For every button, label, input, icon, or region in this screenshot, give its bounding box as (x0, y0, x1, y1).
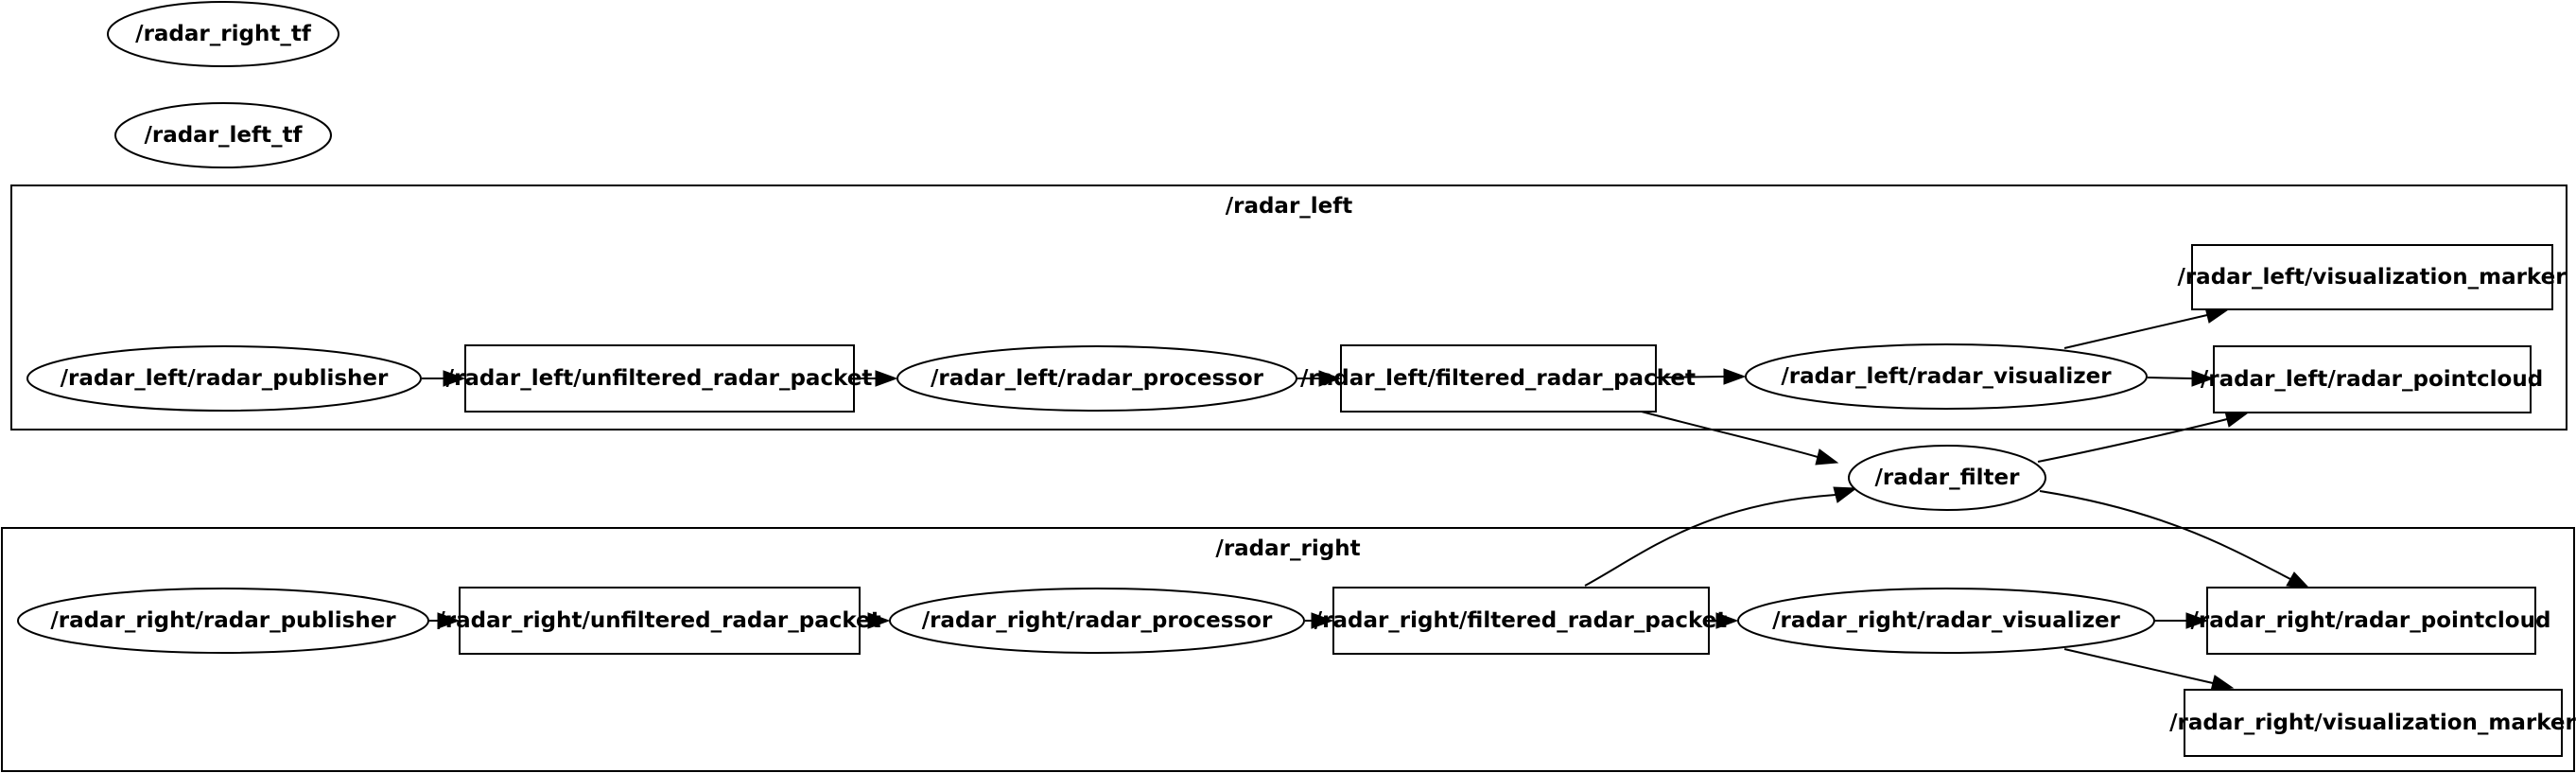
edges-layer (422, 307, 2311, 692)
topic-label: /radar_left/radar_pointcloud (2201, 367, 2543, 392)
topic-label: /radar_right/radar_pointcloud (2191, 608, 2551, 633)
edge-right-publisher-to-unfiltered (429, 612, 461, 629)
graph-node-label: /radar_left/radar_publisher (61, 366, 389, 391)
cluster-radar-left-label: /radar_left (1226, 194, 1353, 219)
topic-label: /radar_left/filtered_radar_packet (1300, 366, 1696, 391)
edge-right-processor-to-filtered (1305, 612, 1334, 629)
graph-node-label: /radar_filter (1875, 466, 2021, 490)
topic-label: /radar_right/visualization_marker (2169, 711, 2576, 735)
graph-node-right-visualizer[interactable]: /radar_right/radar_visualizer (1737, 588, 2155, 654)
nodes-layer: /radar_right_tf /radar_left_tf /radar_le… (17, 1, 2576, 757)
edge-right-filtered-to-visualizer (1709, 612, 1739, 629)
graph-node-radar-filter[interactable]: /radar_filter (1848, 445, 2046, 511)
topic-box-right-filtered[interactable]: /radar_right/filtered_radar_packet (1314, 587, 1728, 655)
topic-box-left-marker[interactable]: /radar_left/visualization_marker (2177, 244, 2567, 310)
topic-box-right-unfiltered[interactable]: /radar_right/unfiltered_radar_packet (437, 587, 881, 655)
topic-label: /radar_left/visualization_marker (2177, 265, 2567, 290)
graph-node-left-publisher[interactable]: /radar_left/radar_publisher (26, 345, 422, 412)
graph-node-left-processor[interactable]: /radar_left/radar_processor (896, 345, 1297, 412)
edge-left-publisher-to-unfiltered (422, 370, 466, 387)
topic-label: /radar_right/unfiltered_radar_packet (437, 608, 880, 633)
graph-node-radar-right-tf[interactable]: /radar_right_tf (107, 1, 339, 67)
cluster-radar-right-box (1, 527, 2575, 772)
cluster-radar-left-box (10, 184, 2567, 430)
edge-radar-filter-to-right-pointcloud (2039, 490, 2311, 589)
cluster-radar-right-label: /radar_right (1215, 536, 1360, 561)
edge-right-unfiltered-to-processor (860, 612, 891, 629)
topic-box-left-pointcloud[interactable]: /radar_left/radar_pointcloud (2201, 345, 2543, 413)
topic-box-right-marker[interactable]: /radar_right/visualization_marker (2169, 689, 2576, 757)
graph-node-label: /radar_right_tf (135, 22, 312, 46)
graph-node-right-publisher[interactable]: /radar_right/radar_publisher (17, 588, 429, 654)
graph-node-label: /radar_right/radar_publisher (50, 608, 396, 633)
edge-right-visualizer-to-pointcloud (2153, 612, 2209, 629)
graph-node-left-visualizer[interactable]: /radar_left/radar_visualizer (1745, 343, 2148, 410)
edge-left-visualizer-to-pointcloud (2147, 370, 2215, 387)
graph-node-radar-left-tf[interactable]: /radar_left_tf (114, 102, 332, 168)
graph-node-label: /radar_left/radar_visualizer (1781, 364, 2112, 389)
edge-right-visualizer-to-marker (2063, 648, 2235, 692)
edge-right-filtered-to-radar-filter (1584, 486, 1858, 587)
graph-node-label: /radar_left_tf (144, 123, 303, 148)
edge-left-unfiltered-to-processor (854, 370, 898, 387)
graph-node-right-processor[interactable]: /radar_right/radar_processor (889, 588, 1305, 654)
edge-left-processor-to-filtered (1297, 370, 1342, 387)
graph-node-label: /radar_right/radar_processor (922, 608, 1273, 633)
graph-node-label: /radar_right/radar_visualizer (1772, 608, 2120, 633)
topic-box-left-filtered[interactable]: /radar_left/filtered_radar_packet (1300, 344, 1696, 413)
edge-left-filtered-to-radar-filter (1637, 410, 1839, 466)
topic-box-right-pointcloud[interactable]: /radar_right/radar_pointcloud (2191, 587, 2551, 655)
topic-label: /radar_right/filtered_radar_packet (1314, 608, 1728, 633)
cluster-radar-right: /radar_right (1, 527, 2575, 772)
cluster-radar-left: /radar_left (10, 184, 2567, 430)
topic-box-left-unfiltered[interactable]: /radar_left/unfiltered_radar_packet (446, 344, 873, 413)
graph-node-label: /radar_left/radar_processor (931, 366, 1264, 391)
topic-label: /radar_left/unfiltered_radar_packet (446, 366, 873, 391)
edge-left-filtered-to-visualizer (1655, 368, 1747, 385)
